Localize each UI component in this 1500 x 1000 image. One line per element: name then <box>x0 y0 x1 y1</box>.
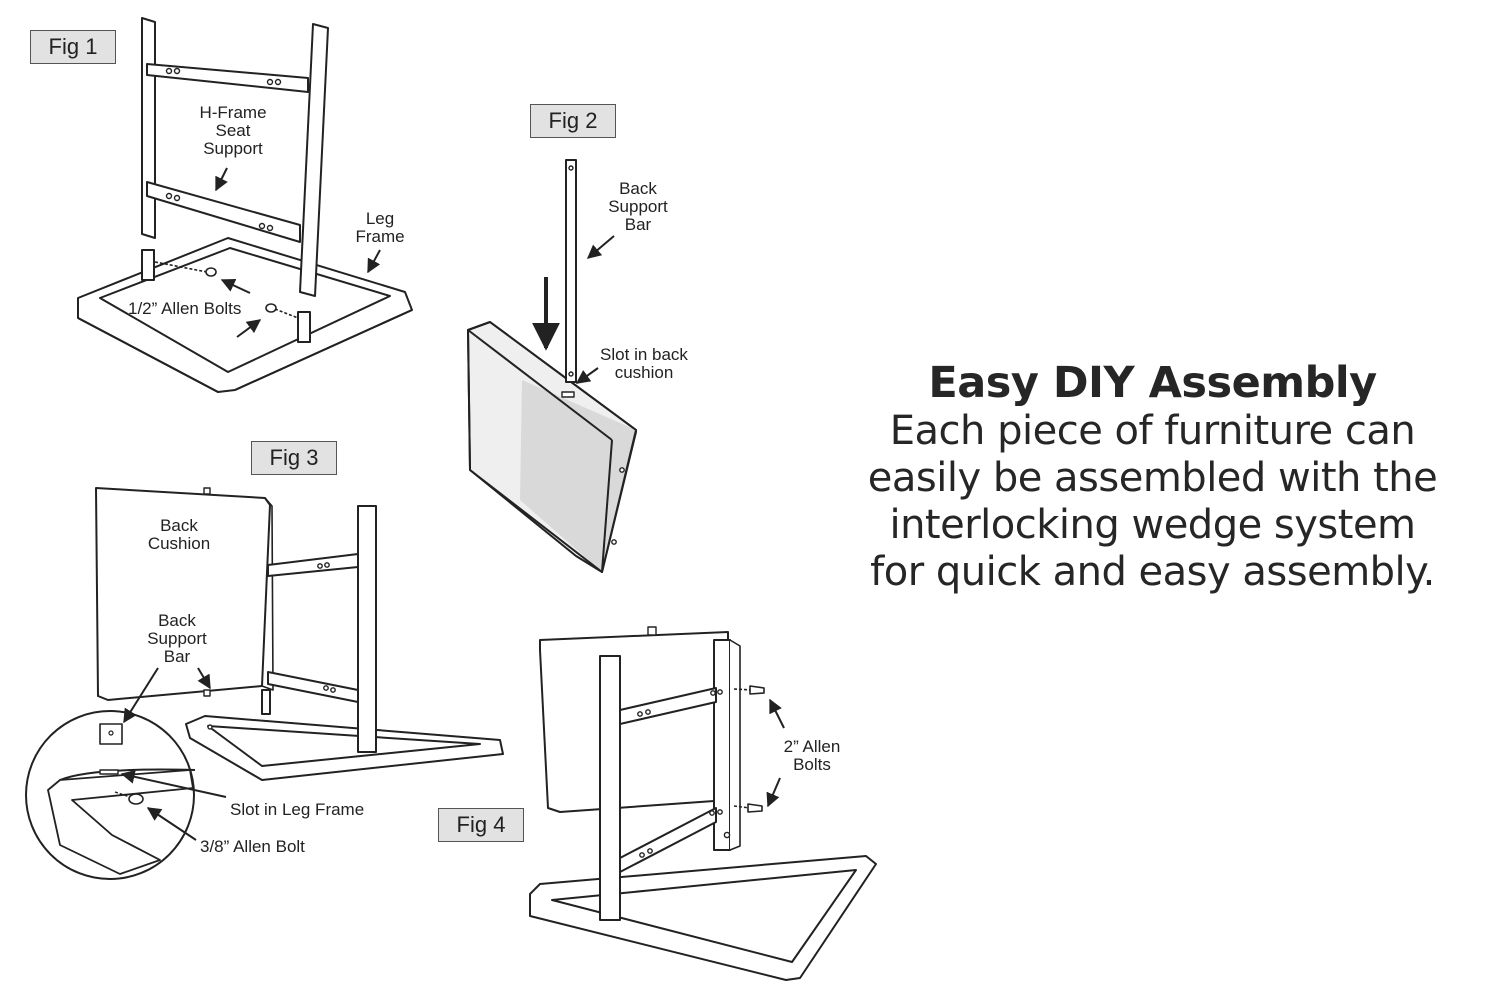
fig4-back-cushion <box>539 631 729 813</box>
fig3-tag: Fig 3 <box>251 441 337 475</box>
fig1-h-frame-post-left <box>141 17 156 239</box>
fig3-rear-post <box>261 689 271 715</box>
fig4-front-post <box>599 655 621 921</box>
fig1-label-h-frame: H-Frame Seat Support <box>199 103 267 158</box>
fig2-drawing <box>467 159 637 573</box>
fig2-tag: Fig 2 <box>530 104 616 138</box>
promo-body: Each piece of furniture can easily be as… <box>867 408 1438 595</box>
fig2-label-back-support-bar: Back Support Bar <box>608 179 668 234</box>
fig1-h-frame-post-right <box>299 23 329 297</box>
fig1-tag: Fig 1 <box>30 30 116 64</box>
fig3-arrows <box>120 667 227 841</box>
fig3-front-post <box>357 505 377 753</box>
fig3-detail-zoom <box>25 710 196 880</box>
fig1-drawing <box>77 17 413 393</box>
fig3-label-back-support-bar: Back Support Bar <box>147 611 207 666</box>
fig1-bolts <box>154 261 299 319</box>
fig2-cushion-slot <box>561 391 575 398</box>
fig4-rail-bottom <box>619 807 717 873</box>
fig3-drawing <box>25 487 504 880</box>
fig4-tag: Fig 4 <box>438 808 524 842</box>
fig4-label-allen-bolts: 2” Allen Bolts <box>783 737 841 774</box>
fig1-label-allen-bolts: 1/2” Allen Bolts <box>128 299 242 318</box>
fig1-arrows <box>215 167 381 338</box>
fig4-drawing <box>529 626 877 981</box>
fig2-label-slot-cushion: Slot in back cushion <box>600 345 688 382</box>
fig3-rail-top <box>267 553 359 577</box>
fig1-h-frame-rail-top <box>146 63 309 93</box>
fig3-label-back-cushion: Back Cushion <box>147 516 211 553</box>
fig2-back-support-bar <box>565 159 577 383</box>
fig3-label-slot-leg-frame: Slot in Leg Frame <box>230 800 365 819</box>
fig1-label-leg-frame: Leg Frame <box>355 209 405 246</box>
fig2-arrows <box>532 235 615 384</box>
fig1-h-frame-rail-bottom <box>146 181 301 243</box>
fig1-slot-right <box>297 311 311 343</box>
promo-title: Easy DIY Assembly <box>928 358 1377 408</box>
promo-text: Easy DIY Assembly Each piece of furnitur… <box>860 358 1445 596</box>
fig1-leg-frame-inner <box>99 247 391 373</box>
fig3-label-allen-bolt: 3/8” Allen Bolt <box>200 837 305 856</box>
fig2-cushion-side <box>520 380 636 572</box>
fig1-slot-left <box>141 249 155 281</box>
fig3-rail-bottom <box>267 671 359 703</box>
fig4-arrows <box>766 698 785 808</box>
fig4-bolts <box>733 685 765 813</box>
